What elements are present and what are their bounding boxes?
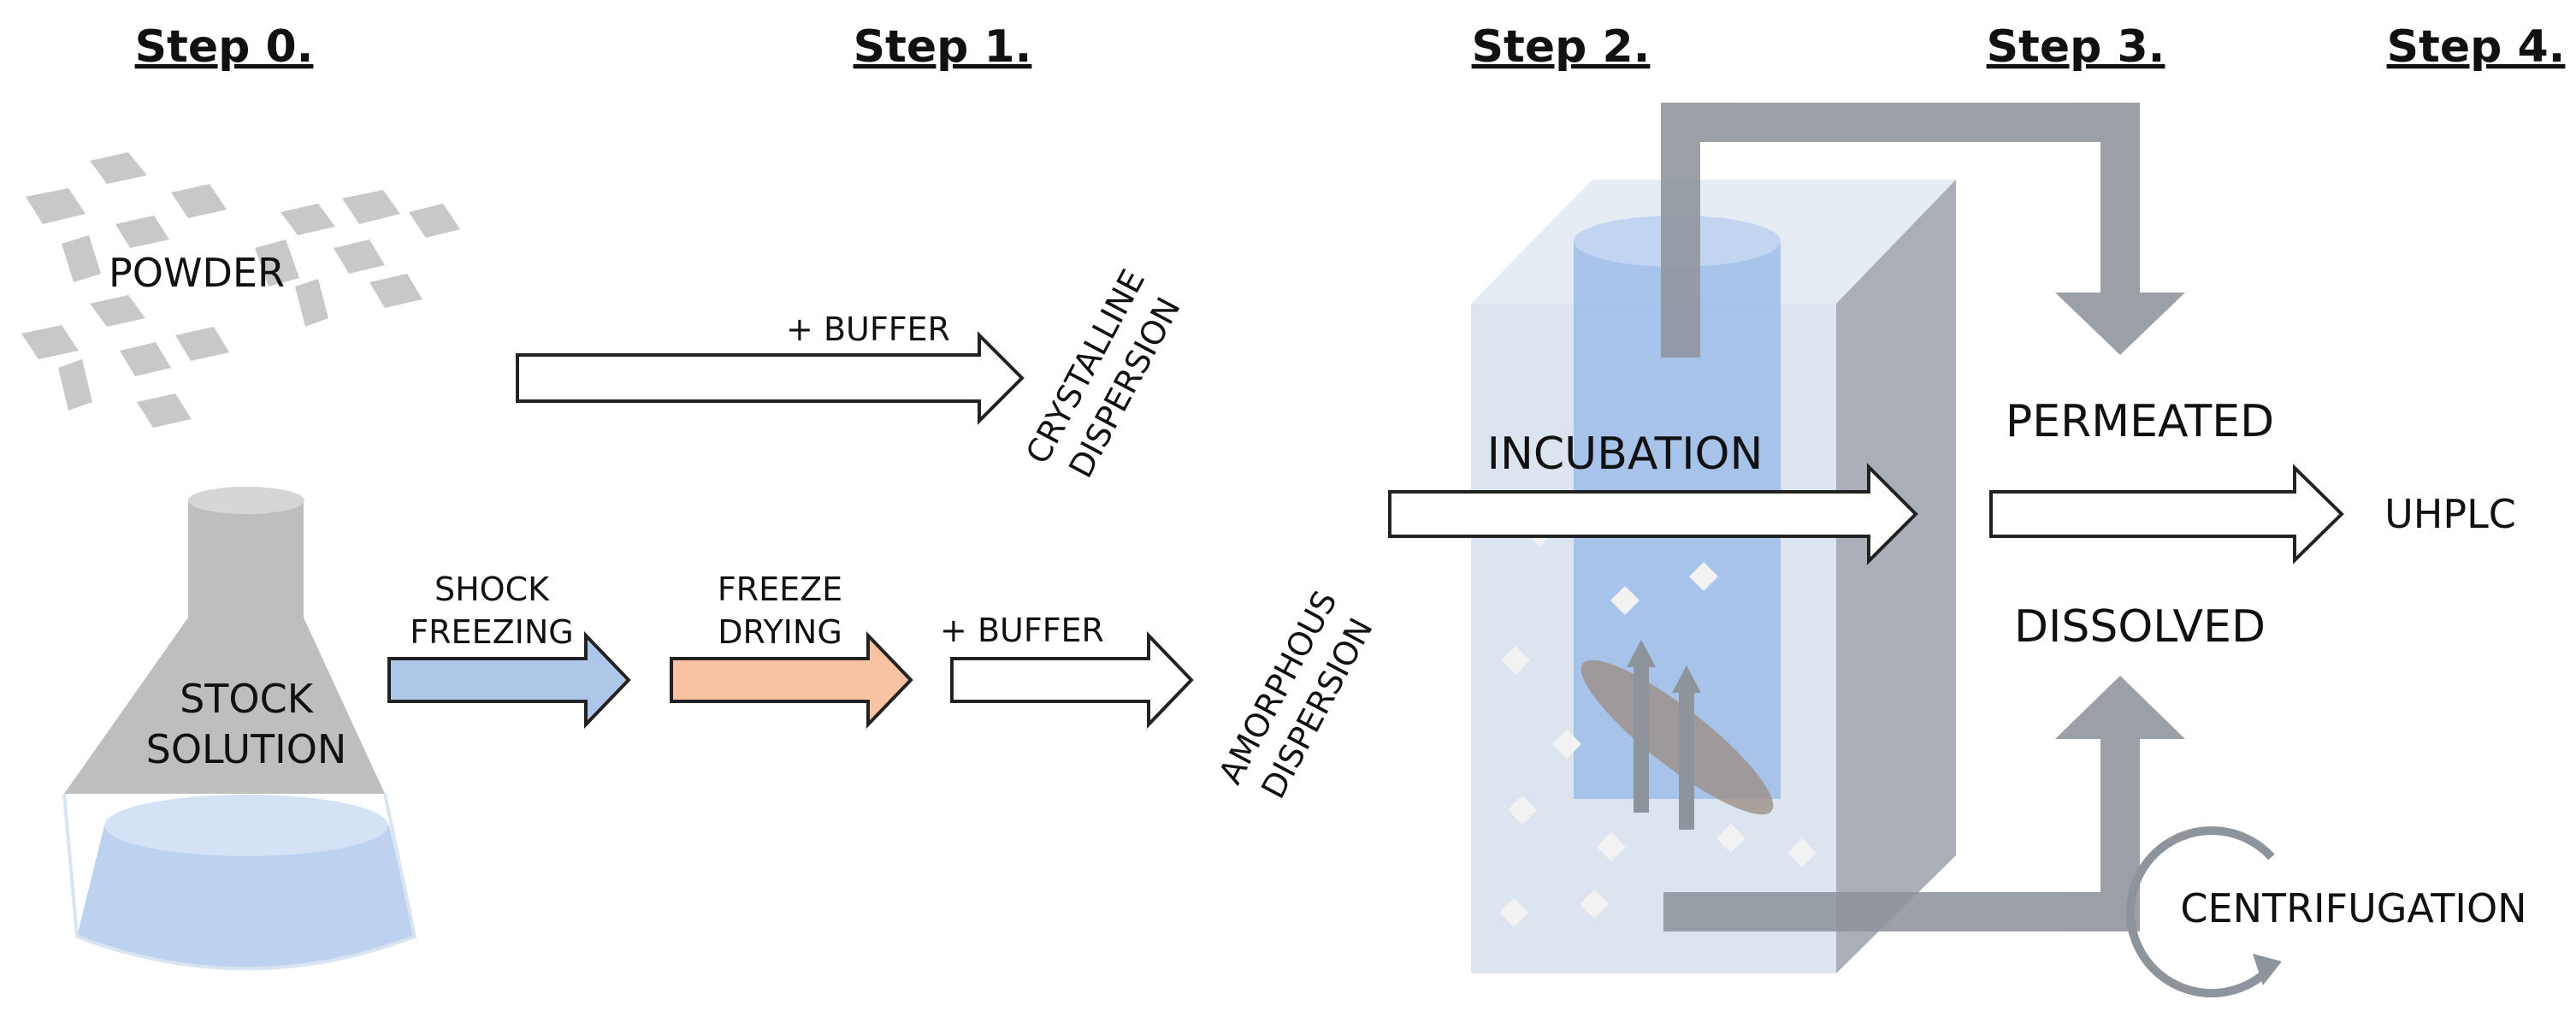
particle [1552, 730, 1581, 759]
flask-liquid [77, 825, 415, 969]
powder-flake [26, 188, 86, 224]
incubation-label: INCUBATION [1487, 429, 1764, 480]
incubation-arrow [1388, 463, 1918, 565]
centrifugation-arrowhead [2253, 954, 2282, 985]
powder-flake [255, 239, 299, 287]
powder-flake [58, 359, 92, 411]
powder-flake [342, 190, 400, 224]
up-arrow-head [1672, 665, 1701, 693]
freeze-label-line1: FREEZE [718, 571, 842, 608]
step-0-header: Step 0. [135, 21, 314, 73]
top-tube-arrowhead [2055, 293, 2185, 355]
step-3-header: Step 3. [1987, 21, 2165, 73]
box-side-face [1836, 180, 1956, 973]
powder-flakes [21, 152, 460, 428]
powder-flake [281, 204, 335, 235]
particle [1716, 824, 1746, 853]
particle [1580, 890, 1609, 919]
powder-flake [295, 279, 328, 327]
powder-flake [115, 216, 169, 248]
dissolved-label: DISSOLVED [2014, 601, 2266, 653]
powder-flake [409, 204, 460, 238]
up-arrow-shaft [1634, 663, 1649, 813]
top-tube-vertical [1661, 103, 1700, 358]
stock-solution-flask [62, 487, 417, 971]
powder-flake [369, 274, 422, 308]
particle [1689, 562, 1718, 591]
top-tube-horizontal [1661, 103, 2140, 142]
top-tube-down [2100, 103, 2140, 293]
up-arrow-head [1627, 640, 1656, 667]
shock-freezing-arrow [387, 631, 631, 729]
flask-mouth [188, 487, 304, 514]
powder-flake [334, 239, 385, 274]
freeze-label-line2: DRYING [718, 613, 842, 651]
freeze-drying-arrow [670, 631, 913, 729]
powder-flake [120, 342, 171, 376]
uhplc-arrow [1989, 464, 2344, 565]
buffer-arrow-top [516, 331, 1025, 425]
incubation-box [1471, 180, 1956, 973]
uhplc-label: UHPLC [2384, 491, 2516, 537]
particle [1501, 646, 1530, 675]
step-2-header: Step 2. [1472, 21, 1651, 73]
powder-flake [137, 393, 192, 428]
buffer-bottom-label: + BUFFER [940, 612, 1104, 649]
powder-flake [90, 295, 145, 327]
centrifugation-icon [2125, 826, 2282, 998]
step-1-header: Step 1. [854, 21, 1032, 73]
powder-flake [62, 235, 101, 282]
stock-label-line2: SOLUTION [146, 726, 347, 772]
flask-glass [64, 500, 385, 794]
flask-base-outline [62, 793, 417, 971]
particle [1597, 832, 1626, 861]
membrane-disc [1580, 659, 1774, 815]
powder-flake [21, 325, 79, 359]
buffer-top-label: + BUFFER [786, 310, 950, 348]
buffer-arrow-bottom [950, 631, 1194, 729]
stock-label-line1: STOCK [180, 676, 315, 722]
amorphous-dispersion-label: AMORPHOUS DISPERSION [1211, 585, 1380, 805]
particle [1499, 898, 1528, 927]
bottom-tube-arrowhead [2055, 676, 2185, 739]
transfer-tubes [1661, 103, 2185, 931]
permeation-arrows [1627, 640, 1701, 830]
permeated-label: PERMEATED [2006, 396, 2274, 447]
up-arrow-shaft [1679, 689, 1694, 830]
shock-label-line2: FREEZING [410, 613, 573, 651]
powder-flake [175, 327, 229, 361]
centrifugation-circle-arrow [2125, 826, 2277, 998]
bottom-tube-horizontal [1663, 892, 2140, 931]
powder-flake [171, 184, 227, 218]
powder-flake [90, 152, 147, 184]
particles [1499, 517, 1817, 927]
centrifugation-label: CENTRIFUGATION [2180, 885, 2526, 931]
particle [1610, 586, 1640, 615]
crystalline-dispersion-label: CRYSTALLINE DISPERSION [1019, 263, 1188, 484]
step-headers: Step 0. Step 1. Step 2. Step 3. Step 4. [135, 21, 2566, 73]
particle [1508, 795, 1537, 825]
powder-label: POWDER [109, 250, 285, 296]
step-4-header: Step 4. [2387, 21, 2566, 73]
flask-liquid-surface [104, 795, 388, 856]
shock-label-line1: SHOCK [434, 571, 550, 608]
